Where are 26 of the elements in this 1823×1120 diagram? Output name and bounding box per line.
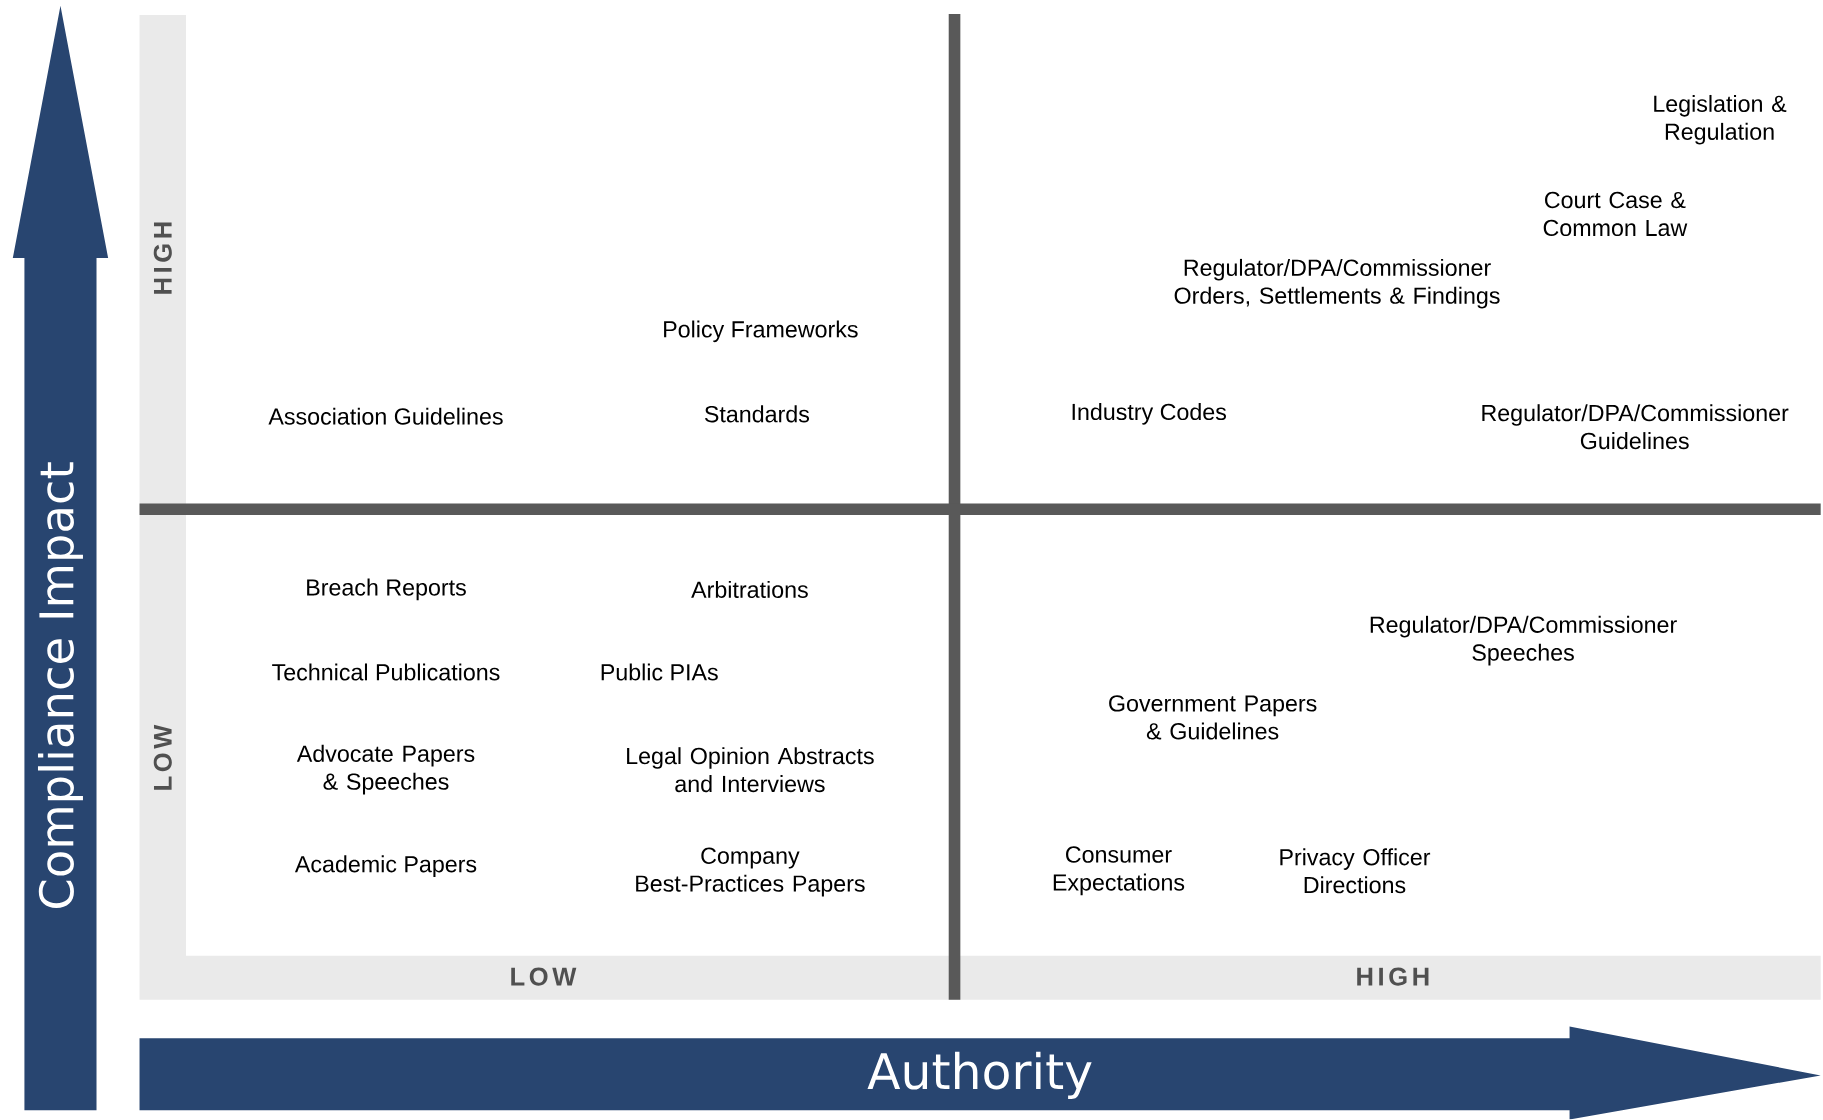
quadrant-label: Advocate Papers & Speeches	[296, 745, 475, 795]
quadrant-label: Company Best-Practices Papers	[636, 847, 865, 897]
quadrant-label: Legal Opinion Abstracts and Interviews	[627, 747, 874, 793]
quadrant-label: Technical Publications	[272, 663, 500, 681]
quadrant-label: Academic Papers	[294, 855, 477, 878]
quadrant-label: Court Case & Common Law	[1543, 191, 1688, 237]
quadrant-label: Arbitrations	[691, 581, 808, 599]
quadrant-label: Standards	[704, 405, 809, 423]
quadrant-label: Public PIAs	[601, 663, 718, 681]
axis-level-label: LOW	[511, 967, 577, 986]
quadrant-label: Privacy Officer Directions	[1280, 848, 1431, 894]
axis-level-label: HIGH	[1357, 967, 1429, 986]
quadrant-label: Policy Frameworks	[664, 320, 858, 343]
quadrant-label: Regulator/DPA/Commissioner Guidelines	[1482, 404, 1789, 450]
axis-title: Authority	[867, 1052, 1092, 1100]
quadrant-label: Regulator/DPA/Commissioner Speeches	[1370, 616, 1677, 666]
axis-level-label: HIGH	[153, 222, 172, 294]
quadrant-label: Legislation & Regulation	[1654, 95, 1787, 145]
quadrant-label: Breach Reports	[307, 578, 466, 601]
quadrant-label: Government Papers & Guidelines	[1109, 695, 1317, 740]
quadrant-label: Regulator/DPA/Commissioner Orders, Settlements & Findings	[1174, 259, 1500, 309]
axis-level-label: LOW	[153, 724, 172, 790]
quadrant-label: Consumer Expectations	[1053, 846, 1185, 896]
quadrant-label: Industry Codes	[1072, 403, 1226, 425]
axis-title: Compliance Impact	[38, 462, 83, 909]
quadrant-label: Association Guidelines	[268, 407, 503, 425]
